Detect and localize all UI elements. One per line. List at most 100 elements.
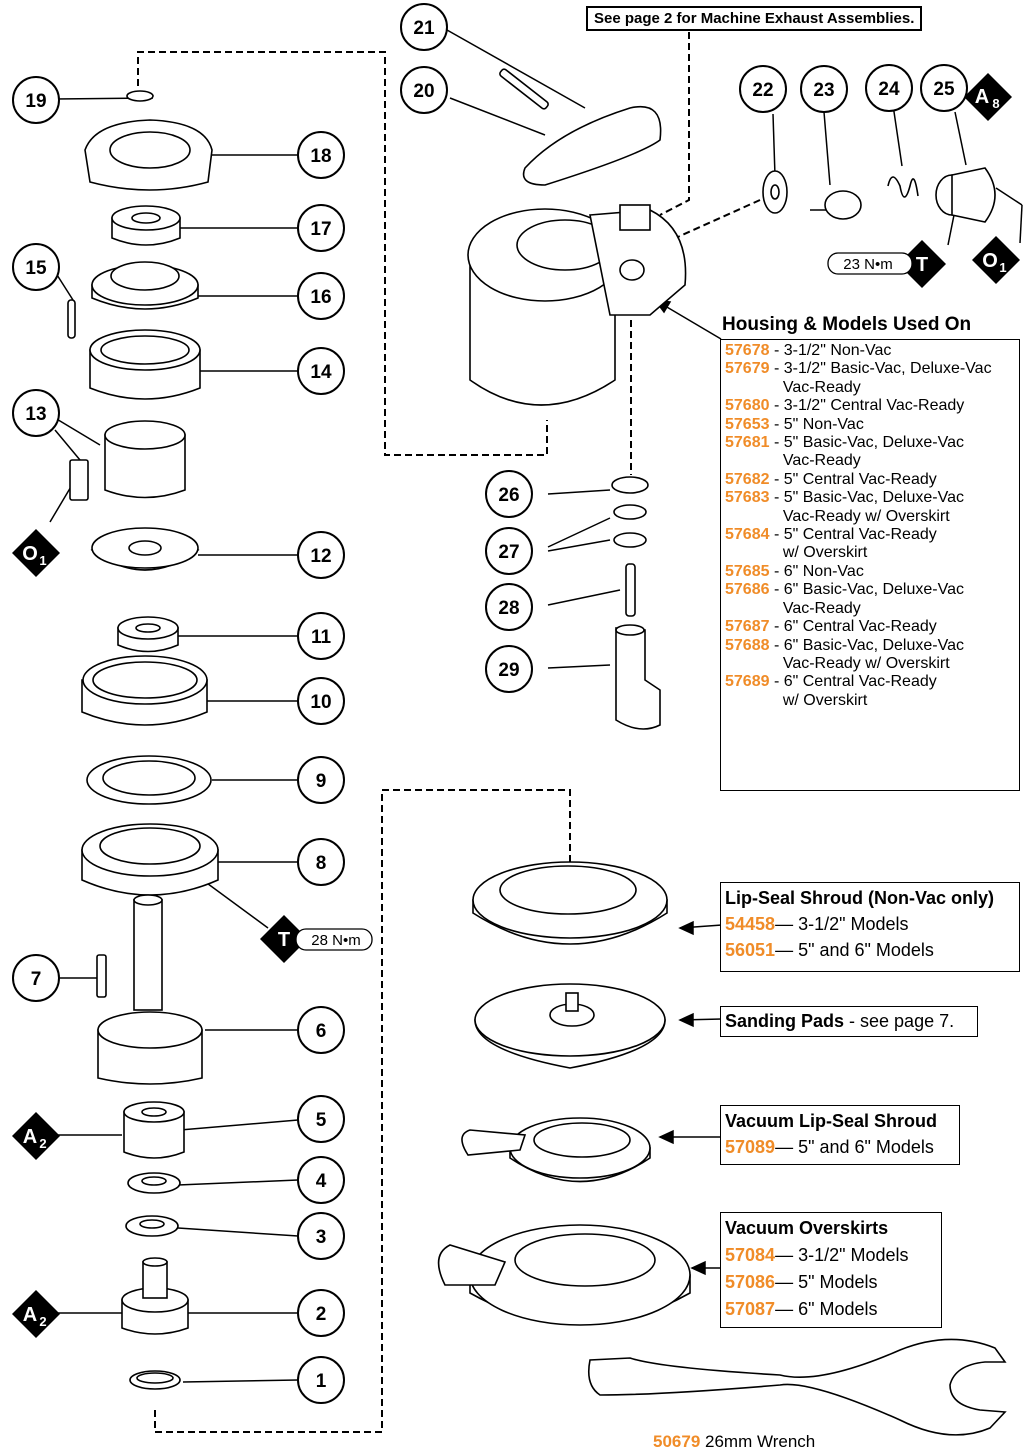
callout-19: 19 (12, 76, 60, 124)
overskirt-item: 57087 — 6" Models (725, 1299, 878, 1319)
vacuum-lip-seal-title: Vacuum Lip-Seal Shroud (725, 1111, 938, 1131)
svg-text:6: 6 (316, 1021, 327, 1042)
svg-text:7: 7 (31, 969, 42, 990)
lip-seal-box: Lip-Seal Shroud (Non-Vac only) 54458 — 3… (720, 882, 1020, 972)
svg-text:A: A (23, 1126, 37, 1148)
svg-text:T: T (278, 929, 290, 951)
housing-part-number: 57653 (725, 415, 770, 433)
vacuum-lip-seal-item: 57089 — 5" and 6" Models (725, 1137, 934, 1157)
svg-text:24: 24 (878, 79, 900, 100)
housing-part-number: 57689 (725, 673, 770, 691)
housing-model-description: - 5" Central Vac-Ready w/ Overskirt (773, 526, 937, 562)
housing-model-description: - 6" Basic-Vac, Deluxe-Vac Vac-Ready (773, 581, 964, 617)
housing-part-number: 57682 (725, 470, 770, 488)
housing-model-description: - 5" Basic-Vac, Deluxe-Vac Vac-Ready w/ … (773, 489, 964, 525)
dashed-exhaust-line (659, 32, 690, 216)
callout-17: 17 (297, 204, 345, 252)
callout-1: 1 (297, 1356, 345, 1404)
housing-model-item: 57681 - 5" Basic-Vac, Deluxe-Vac Vac-Rea… (725, 434, 1015, 471)
lip-seal-item: 54458 — 3-1/2" Models (725, 914, 909, 934)
callout-4: 4 (297, 1156, 345, 1204)
diamond-o1-icon-lower: O 1 (12, 529, 60, 577)
housing-part-number: 57687 (725, 618, 770, 636)
svg-text:1: 1 (999, 260, 1006, 275)
svg-text:2: 2 (316, 1304, 327, 1325)
callout-29: 29 (485, 645, 533, 693)
sanding-pads-box: Sanding Pads - see page 7. (720, 1006, 978, 1037)
overskirt-item: 57086 — 5" Models (725, 1272, 878, 1292)
housing-part-number: 57688 (725, 636, 770, 654)
wrench-part-number: 50679 (653, 1432, 701, 1451)
svg-text:16: 16 (310, 287, 331, 308)
svg-text:2: 2 (39, 1314, 46, 1329)
diamond-markers: A 8 O 1 T O 1 T A (12, 73, 1020, 1338)
vacuum-lip-seal-box: Vacuum Lip-Seal Shroud 57089 — 5" and 6"… (720, 1105, 960, 1165)
callout-9: 9 (297, 756, 345, 804)
svg-text:9: 9 (316, 771, 327, 792)
svg-text:O: O (22, 543, 38, 565)
svg-text:10: 10 (310, 692, 331, 713)
dashed-assembly-line-upper (137, 51, 548, 456)
housing-model-item: 57653 - 5" Non-Vac (725, 416, 1015, 434)
svg-text:3: 3 (316, 1227, 327, 1248)
svg-text:O: O (982, 250, 998, 272)
housing-model-description: - 6" Central Vac-Ready w/ Overskirt (773, 673, 937, 709)
sanding-pads-desc: - see page 7. (844, 1011, 955, 1031)
callout-16: 16 (297, 272, 345, 320)
housing-model-item: 57678 - 3-1/2" Non-Vac (725, 342, 1015, 360)
callout-7: 7 (12, 954, 60, 1002)
callout-23: 23 (800, 65, 848, 113)
housing-model-item: 57685 - 6" Non-Vac (725, 563, 1015, 581)
housing-title: Housing & Models Used On (722, 314, 972, 335)
svg-text:1: 1 (39, 553, 46, 568)
housing-model-description: - 5" Central Vac-Ready (769, 470, 937, 488)
svg-text:19: 19 (25, 91, 46, 112)
housing-model-description: - 3-1/2" Non-Vac (769, 342, 892, 359)
svg-text:11: 11 (311, 627, 332, 648)
housing-part-number: 57681 (725, 434, 770, 452)
svg-text:8: 8 (992, 96, 999, 111)
callout-14: 14 (297, 347, 345, 395)
callout-13: 13 (12, 389, 60, 437)
housing-model-item: 57686 - 6" Basic-Vac, Deluxe-Vac Vac-Rea… (725, 581, 1015, 618)
housing-part-number: 57679 (725, 360, 770, 378)
lip-seal-item: 56051 — 5" and 6" Models (725, 940, 934, 960)
housing-model-description: - 6" Central Vac-Ready (769, 618, 937, 636)
torque-labels: 23 N•m 28 N•m (295, 252, 913, 951)
callout-20: 20 (400, 66, 448, 114)
callout-5: 5 (297, 1095, 345, 1143)
svg-text:1: 1 (316, 1371, 327, 1392)
svg-text:22: 22 (752, 80, 773, 101)
svg-text:27: 27 (498, 542, 519, 563)
wrench-description: 26mm Wrench (700, 1432, 816, 1451)
vacuum-overskirts-title: Vacuum Overskirts (725, 1218, 889, 1238)
svg-text:8: 8 (316, 853, 327, 874)
housing-model-description: - 5" Basic-Vac, Deluxe-Vac Vac-Ready (773, 434, 964, 470)
svg-text:26: 26 (498, 485, 519, 506)
dashed-assembly-line-lower (154, 789, 571, 1433)
svg-text:18: 18 (310, 146, 331, 167)
diamond-a2-icon-upper: A 2 (12, 1112, 60, 1160)
housing-model-item: 57679 - 3-1/2" Basic-Vac, Deluxe-Vac Vac… (725, 360, 1015, 397)
callout-26: 26 (485, 470, 533, 518)
housing-part-number: 57680 (725, 397, 770, 415)
lip-seal-title: Lip-Seal Shroud (Non-Vac only) (725, 888, 995, 908)
housing-model-item: 57684 - 5" Central Vac-Ready w/ Overskir… (725, 526, 1015, 563)
sanding-pads-title: Sanding Pads (725, 1011, 845, 1031)
housing-part-number: 57686 (725, 581, 770, 599)
callout-3: 3 (297, 1212, 345, 1260)
callout-10: 10 (297, 677, 345, 725)
svg-text:13: 13 (25, 404, 46, 425)
callout-18: 18 (297, 131, 345, 179)
callout-11: 11 (297, 612, 345, 660)
housing-part-number: 57684 (725, 526, 770, 544)
housing-model-description: - 3-1/2" Central Vac-Ready (769, 397, 965, 415)
housing-model-item: 57687 - 6" Central Vac-Ready (725, 618, 1015, 636)
housing-model-description: - 5" Non-Vac (769, 415, 864, 433)
housing-part-number: 57678 (725, 342, 770, 359)
diamond-t-icon-lower: T (260, 915, 308, 963)
part-19-retaining-ring (126, 90, 154, 102)
svg-text:23: 23 (813, 80, 834, 101)
